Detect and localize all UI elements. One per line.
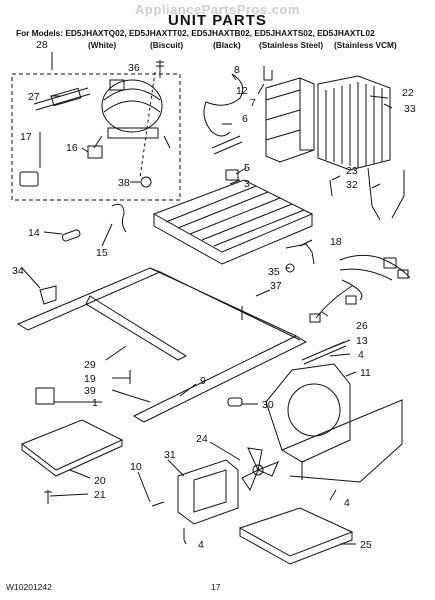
- finish-label-biscuit: (Biscuit): [150, 40, 184, 50]
- drier-part: [211, 135, 243, 155]
- relay-part: [33, 87, 91, 111]
- callout-24: 24: [196, 433, 208, 445]
- tray-part: [238, 507, 354, 565]
- callout-1: 1: [92, 397, 98, 409]
- callout-21: 21: [94, 489, 106, 501]
- callout-34: 34: [12, 265, 24, 277]
- callout-11: 11: [360, 367, 371, 379]
- callout-33: 33: [404, 103, 416, 115]
- callout-22: 22: [402, 87, 414, 99]
- callout-19: 19: [84, 373, 96, 385]
- callout-16: 16: [66, 142, 78, 154]
- callout-4-upper: 4: [358, 349, 364, 361]
- bracket-12: [263, 66, 273, 81]
- callout-4-lower: 4: [198, 539, 204, 551]
- fan-shroud-part: [265, 363, 403, 483]
- callout-28: 28: [36, 39, 48, 51]
- callout-15: 15: [96, 247, 108, 259]
- callout-8: 8: [234, 64, 240, 76]
- tube-23: [329, 179, 333, 197]
- wire-harness-part: [309, 254, 411, 323]
- callout-3: 3: [244, 178, 250, 190]
- callout-39: 39: [84, 385, 96, 397]
- document-code: W10201242: [6, 582, 52, 592]
- callout-35: 35: [268, 266, 280, 278]
- callout-38: 38: [118, 177, 130, 189]
- callout-31: 31: [164, 449, 176, 461]
- relay-cover-part: [87, 145, 103, 159]
- finish-label-stainless-steel: (Stainless Steel): [259, 40, 324, 50]
- screw-10: [151, 501, 165, 507]
- callout-12: 12: [236, 85, 248, 97]
- screw-36: [156, 60, 164, 78]
- callout-6: 6: [242, 113, 248, 125]
- finish-label-black: (Black): [213, 40, 241, 50]
- finish-label-stainless-vcm: (Stainless VCM): [334, 40, 397, 50]
- compressor-part: [93, 79, 171, 149]
- callout-32: 32: [346, 179, 358, 191]
- callout-10: 10: [130, 461, 142, 473]
- pad-part: [35, 387, 55, 405]
- tube-32: [367, 167, 405, 221]
- fan-blade-part: [241, 447, 279, 492]
- finish-label-white: (White): [88, 40, 117, 50]
- watermark: AppliancePartsPros.com: [135, 2, 300, 17]
- callout-9: 9: [200, 375, 206, 387]
- callout-30: 30: [262, 399, 274, 411]
- wire-part: [111, 203, 127, 233]
- model-list: For Models: ED5JHAXTQ02, ED5JHAXTT02, ED…: [16, 28, 375, 38]
- callout-23: 23: [346, 165, 358, 177]
- callout-4-middle: 4: [344, 497, 350, 509]
- condenser-part: [317, 75, 391, 171]
- bracket-18: [285, 243, 315, 265]
- clip-part: [225, 169, 239, 181]
- callout-26: 26: [356, 320, 368, 332]
- part-30: [227, 397, 243, 407]
- drain-pan-part: [20, 419, 124, 477]
- bracket-34: [39, 285, 57, 305]
- callout-25: 25: [360, 539, 372, 551]
- callout-14: 14: [28, 227, 40, 239]
- callout-29: 29: [84, 359, 96, 371]
- compressor-kit-enclosure: [11, 73, 181, 201]
- callout-37: 37: [270, 280, 282, 292]
- evaporator-cover-part: [265, 77, 315, 163]
- page-number: 17: [211, 582, 221, 592]
- overload-part: [19, 171, 39, 187]
- screw-21: [44, 490, 52, 504]
- rod-part: [301, 341, 347, 365]
- grommet-part: [140, 176, 152, 188]
- callout-27: 27: [28, 91, 40, 103]
- callout-17: 17: [20, 131, 32, 143]
- callout-18: 18: [330, 236, 342, 248]
- tube-part: [203, 73, 244, 137]
- base-frame-part: [16, 267, 308, 423]
- page-title: UNIT PARTS: [168, 12, 267, 29]
- callout-20: 20: [94, 475, 106, 487]
- callout-7: 7: [250, 97, 256, 109]
- callout-36: 36: [128, 62, 140, 74]
- callout-5: 5: [244, 162, 250, 174]
- shelf-grid-part: [152, 179, 314, 265]
- motor-bracket-part: [177, 459, 239, 525]
- callout-13: 13: [356, 335, 368, 347]
- plug-part: [61, 229, 81, 242]
